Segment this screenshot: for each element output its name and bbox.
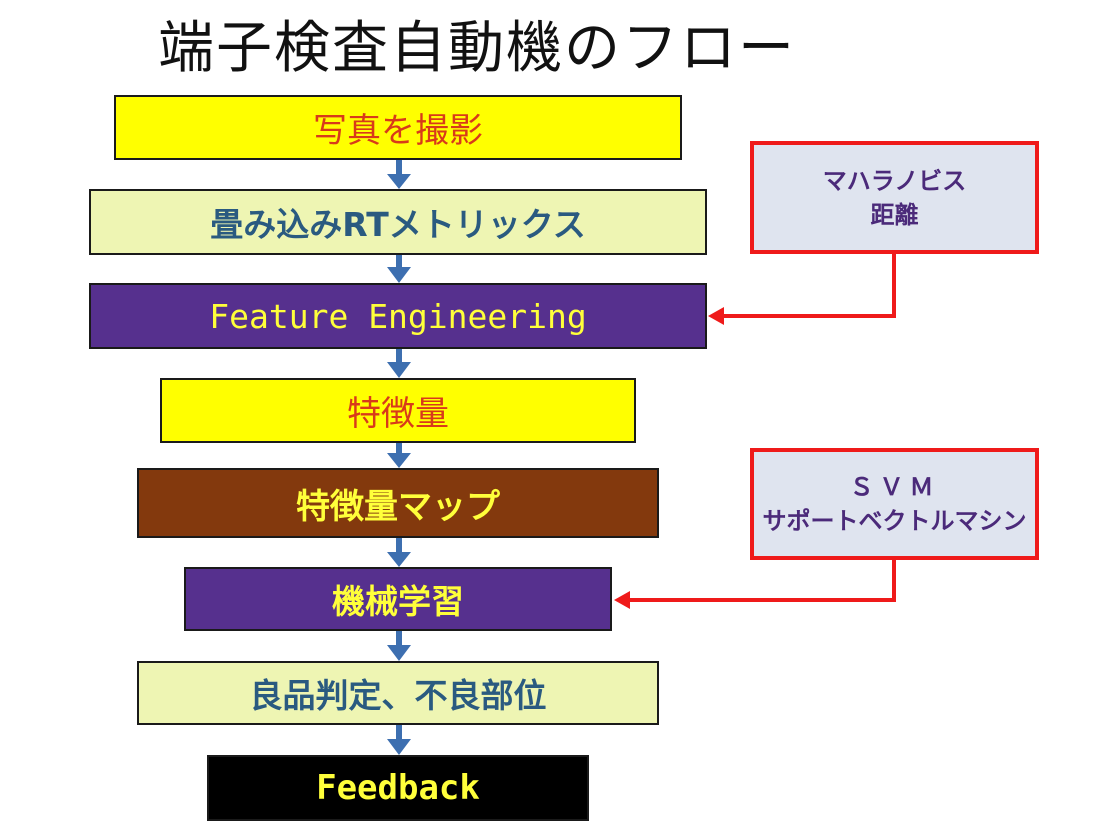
note-line: サポートベクトルマシン	[762, 507, 1027, 535]
step-machine-learning: 機械学習	[184, 567, 612, 631]
note-line: ＳＶＭ	[849, 473, 940, 501]
step-label: 特徴量	[347, 394, 449, 434]
step-label: 良品判定、不良部位	[249, 676, 547, 715]
note-line: 距離	[870, 200, 919, 229]
step-pass-fail-judgement: 良品判定、不良部位	[137, 661, 659, 725]
step-feature-map: 特徴量マップ	[137, 468, 659, 538]
note-mahalanobis-distance: マハラノビス 距離	[750, 141, 1039, 254]
step-take-photo: 写真を撮影	[114, 95, 682, 160]
step-convolution-rt-metrics: 畳み込みRTメトリックス	[89, 189, 707, 255]
step-label: 畳み込みRTメトリックス	[210, 205, 586, 244]
step-label: Feature Engineering	[209, 296, 587, 336]
arrow-4-to-5	[387, 443, 411, 468]
red-connector-1	[708, 253, 896, 325]
note-svm: ＳＶＭ サポートベクトルマシン	[750, 448, 1039, 560]
arrow-5-to-6	[387, 538, 411, 567]
arrow-1-to-2	[387, 160, 411, 189]
red-connector-2	[614, 559, 896, 609]
arrow-7-to-8	[387, 725, 411, 755]
note-line: マハラノビス	[822, 166, 967, 195]
step-label: 特徴量マップ	[296, 486, 500, 527]
arrow-2-to-3	[387, 255, 411, 283]
step-feedback: Feedback	[207, 755, 589, 821]
step-feature-engineering: Feature Engineering	[89, 283, 707, 349]
arrow-6-to-7	[387, 631, 411, 661]
step-feature-quantity: 特徴量	[160, 378, 636, 443]
flow-arrows	[387, 160, 411, 755]
arrow-3-to-4	[387, 349, 411, 378]
step-label: Feedback	[316, 768, 480, 808]
diagram-title: 端子検査自動機のフロー	[158, 16, 796, 81]
step-label: 機械学習	[332, 582, 464, 621]
step-label: 写真を撮影	[313, 111, 483, 151]
